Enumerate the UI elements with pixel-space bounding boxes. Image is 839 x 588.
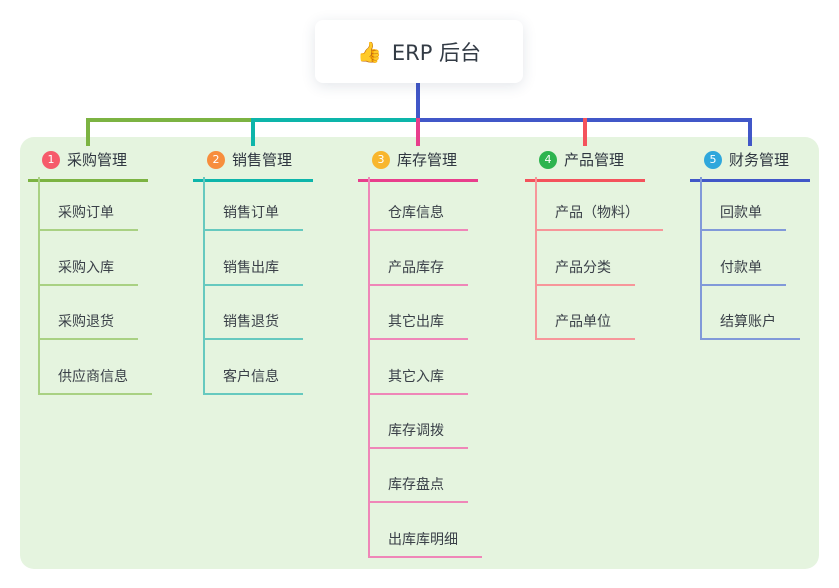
connector-bus-segment-1 bbox=[86, 118, 253, 122]
child-node[interactable]: 销售出库 bbox=[203, 257, 303, 286]
child-row: 其它入库 bbox=[368, 340, 482, 395]
child-node[interactable]: 产品单位 bbox=[535, 311, 635, 341]
branch-drop-connector bbox=[251, 118, 255, 146]
branch-number-badge: 5 bbox=[704, 150, 722, 169]
child-node[interactable]: 采购入库 bbox=[38, 257, 138, 286]
child-node[interactable]: 库存调拨 bbox=[368, 420, 468, 449]
child-node[interactable]: 产品（物料） bbox=[535, 202, 663, 232]
branch-node-4[interactable]: 4 产品管理 bbox=[525, 149, 645, 182]
branch-node-2[interactable]: 2 销售管理 bbox=[193, 149, 313, 182]
child-row: 采购订单 bbox=[38, 177, 152, 232]
thumbs-up-icon: 👍 bbox=[356, 39, 382, 64]
branch-label: 产品管理 bbox=[564, 151, 625, 169]
branch-children-column: 回款单付款单结算账户 bbox=[700, 177, 800, 341]
branch-drop-connector bbox=[583, 118, 587, 146]
branch-label: 销售管理 bbox=[232, 151, 293, 169]
child-row: 出库库明细 bbox=[368, 503, 482, 558]
child-row: 付款单 bbox=[700, 231, 800, 286]
branch-drop-connector bbox=[416, 118, 420, 146]
root-node[interactable]: 👍 ERP 后台 bbox=[315, 20, 523, 83]
branches-background-panel bbox=[20, 137, 819, 569]
child-row: 采购退货 bbox=[38, 286, 152, 341]
branch-number-badge: 3 bbox=[372, 150, 390, 169]
branch-children-connector bbox=[535, 177, 537, 341]
branch-children-connector bbox=[38, 177, 40, 395]
branch-children-connector bbox=[700, 177, 702, 341]
child-node[interactable]: 采购订单 bbox=[38, 202, 138, 232]
child-node[interactable]: 销售订单 bbox=[203, 202, 303, 232]
child-row: 产品分类 bbox=[535, 231, 663, 286]
child-row: 销售出库 bbox=[203, 231, 303, 286]
branch-node-1[interactable]: 1 采购管理 bbox=[28, 149, 148, 182]
child-row: 供应商信息 bbox=[38, 340, 152, 395]
child-row: 采购入库 bbox=[38, 231, 152, 286]
child-node[interactable]: 结算账户 bbox=[700, 311, 800, 341]
branch-node-3[interactable]: 3 库存管理 bbox=[358, 149, 478, 182]
connector-bus-segment-2 bbox=[253, 118, 418, 122]
branch-number-badge: 1 bbox=[42, 150, 60, 169]
branch-label: 库存管理 bbox=[397, 151, 458, 169]
child-node[interactable]: 回款单 bbox=[700, 202, 786, 232]
branch-children-connector bbox=[368, 177, 370, 558]
child-node[interactable]: 出库库明细 bbox=[368, 529, 482, 558]
branch-label: 财务管理 bbox=[729, 151, 790, 169]
child-row: 库存调拨 bbox=[368, 395, 482, 449]
child-row: 产品（物料） bbox=[535, 177, 663, 232]
branch-node-5[interactable]: 5 财务管理 bbox=[690, 149, 810, 182]
child-row: 销售订单 bbox=[203, 177, 303, 232]
branch-drop-connector bbox=[86, 118, 90, 146]
child-node[interactable]: 其它入库 bbox=[368, 366, 468, 395]
child-node[interactable]: 产品分类 bbox=[535, 257, 635, 286]
branch-children-column: 产品（物料） 产品分类产品单位 bbox=[535, 177, 663, 341]
root-stem-connector bbox=[416, 82, 420, 120]
child-row: 销售退货 bbox=[203, 286, 303, 341]
child-row: 库存盘点 bbox=[368, 449, 482, 504]
branch-drop-connector bbox=[748, 118, 752, 146]
child-node[interactable]: 客户信息 bbox=[203, 366, 303, 395]
child-node[interactable]: 采购退货 bbox=[38, 311, 138, 341]
child-row: 客户信息 bbox=[203, 340, 303, 395]
branch-children-column: 销售订单销售出库销售退货客户信息 bbox=[203, 177, 303, 395]
child-node[interactable]: 仓库信息 bbox=[368, 202, 468, 232]
branch-number-badge: 2 bbox=[207, 150, 225, 169]
branch-children-connector bbox=[203, 177, 205, 395]
child-row: 回款单 bbox=[700, 177, 800, 232]
child-node[interactable]: 销售退货 bbox=[203, 311, 303, 341]
child-row: 产品库存 bbox=[368, 231, 482, 286]
child-node[interactable]: 产品库存 bbox=[368, 257, 468, 286]
branch-number-badge: 4 bbox=[539, 150, 557, 169]
branch-label: 采购管理 bbox=[67, 151, 128, 169]
child-row: 产品单位 bbox=[535, 286, 663, 341]
child-node[interactable]: 供应商信息 bbox=[38, 366, 152, 395]
child-node[interactable]: 库存盘点 bbox=[368, 474, 468, 504]
root-node-label: ERP 后台 bbox=[391, 40, 482, 65]
branch-children-column: 仓库信息产品库存其它出库其它入库库存调拨库存盘点出库库明细 bbox=[368, 177, 482, 558]
child-node[interactable]: 其它出库 bbox=[368, 311, 468, 341]
child-row: 结算账户 bbox=[700, 286, 800, 341]
child-row: 仓库信息 bbox=[368, 177, 482, 232]
branch-children-column: 采购订单采购入库采购退货供应商信息 bbox=[38, 177, 152, 395]
child-node[interactable]: 付款单 bbox=[700, 257, 786, 286]
child-row: 其它出库 bbox=[368, 286, 482, 341]
